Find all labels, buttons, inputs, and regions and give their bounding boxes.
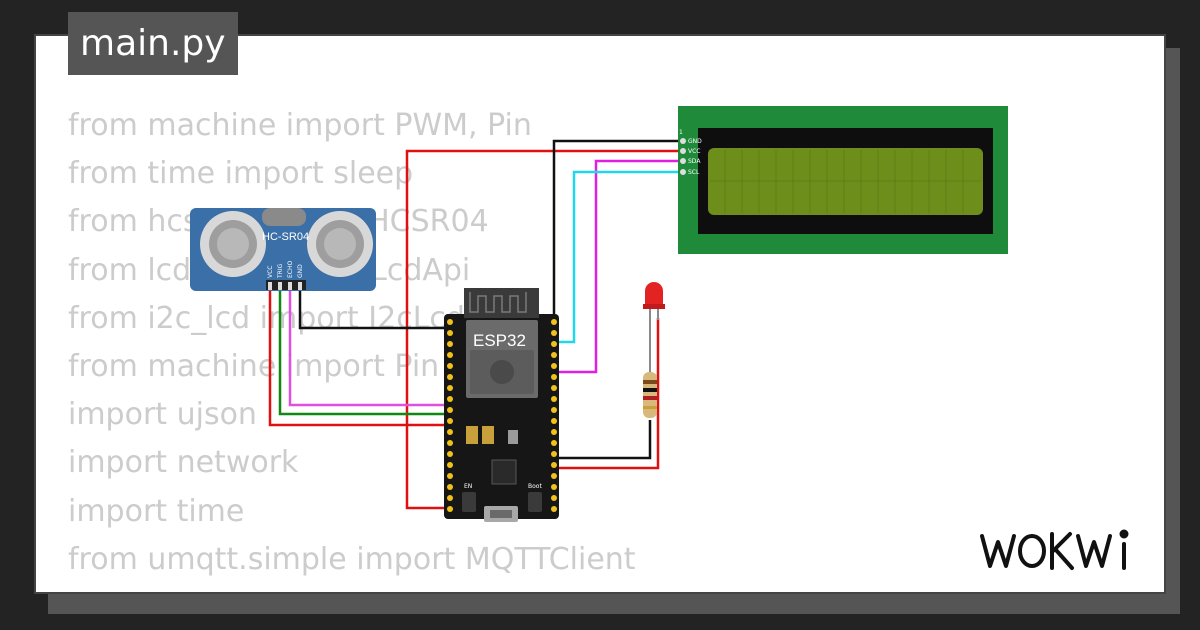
resistor[interactable] — [643, 372, 657, 418]
pin-label: GND — [297, 264, 304, 278]
lcd-display[interactable]: 1 GND VCC SDA SCL — [678, 106, 1008, 254]
esp32-label: ESP32 — [473, 331, 526, 350]
boot-label: Boot — [528, 483, 542, 490]
wire-lcd-sda[interactable] — [556, 159, 680, 374]
lcd-pin-label: GND — [688, 138, 702, 145]
pin-label: TRIG — [277, 263, 284, 279]
lcd-pin-label: SDA — [688, 158, 701, 165]
code-line: import ujson — [68, 397, 257, 433]
ultrasonic-label: HC-SR04 — [262, 231, 309, 243]
code-line: from umqtt.simple import MQTTClient — [68, 541, 636, 577]
wire-hc-vcc[interactable] — [268, 290, 450, 427]
code-line: from machine import PWM, Pin — [68, 108, 532, 143]
wire-led-signal[interactable] — [556, 318, 660, 470]
wire-lcd-vcc[interactable] — [405, 149, 680, 510]
en-label: EN — [464, 483, 472, 490]
wokwi-logo — [980, 529, 1129, 570]
boot-button[interactable] — [528, 492, 542, 512]
code-line: from machine import Pin — [68, 348, 440, 384]
pin-label: VCC — [267, 266, 274, 278]
esp32-right-pins — [551, 319, 557, 512]
esp32-board[interactable]: ESP32 EN Boot — [444, 288, 559, 522]
lcd-pixel-grid — [710, 150, 981, 213]
wire-hc-gnd[interactable] — [298, 290, 452, 330]
code-line: import network — [68, 445, 299, 481]
en-button[interactable] — [462, 492, 476, 512]
code-line: from time import sleep — [68, 156, 414, 192]
wire-lcd-gnd[interactable] — [552, 139, 680, 322]
wire-lcd-scl[interactable] — [556, 170, 680, 344]
ultrasonic-sensor[interactable]: HC-SR04 VCC TRIG ECHO GND — [190, 208, 376, 291]
pin-label: ECHO — [287, 261, 294, 278]
wire-led-gnd[interactable] — [556, 420, 652, 460]
code-line: import time — [68, 493, 245, 529]
lcd-pin-index: 1 — [679, 129, 683, 136]
led[interactable] — [643, 282, 665, 372]
lcd-pin-label: VCC — [688, 148, 700, 155]
file-tab[interactable]: main.py — [68, 12, 238, 75]
esp32-left-pins — [447, 319, 453, 512]
lcd-pin-label: SCL — [688, 169, 700, 176]
